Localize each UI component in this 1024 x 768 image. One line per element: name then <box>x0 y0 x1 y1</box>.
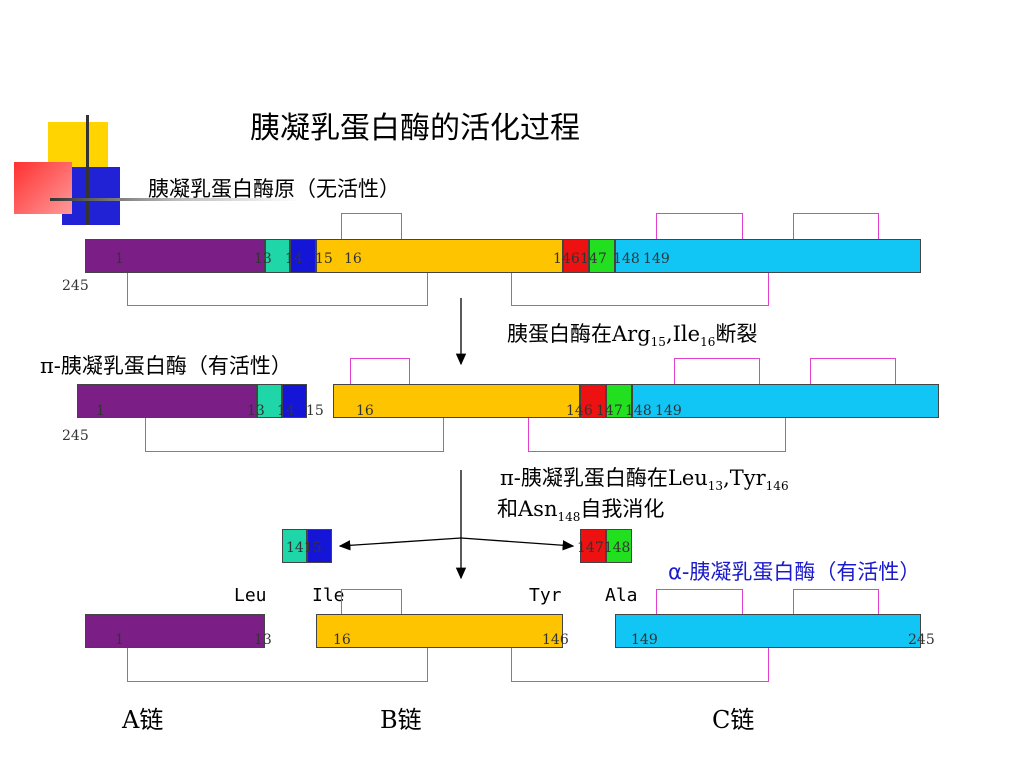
segment-148 <box>589 239 615 273</box>
residue-number: 16 <box>344 251 362 267</box>
step2-description-line1: π-胰凝乳蛋白酶在Leu13,Tyr146 <box>500 462 789 493</box>
residue-number: 13 <box>254 632 272 648</box>
chain-a-label: A链 <box>122 706 164 734</box>
residue-number: 1 <box>96 403 105 419</box>
segment-1-13 <box>85 239 265 273</box>
residue-number: 147 <box>580 251 607 267</box>
step2-description-line2: 和Asn148自我消化 <box>497 493 664 524</box>
arrow-right-fragment <box>460 537 575 551</box>
segment-1-13 <box>77 384 257 418</box>
step2-mid: ,Tyr <box>723 466 766 490</box>
fragment-14 <box>282 529 307 563</box>
residue-number: 15 <box>315 251 333 267</box>
disulfide-bracket <box>350 358 410 384</box>
step2-line2-suffix: 自我消化 <box>580 497 665 521</box>
step1-description: 胰蛋白酶在Arg15,Ile16断裂 <box>507 318 757 349</box>
chain-c-bar <box>615 614 921 648</box>
chain-c-label: C链 <box>712 706 755 734</box>
residue-name: Leu <box>234 585 267 606</box>
step2-sub1: 13 <box>707 479 724 494</box>
segment-149-245 <box>632 384 939 418</box>
disulfide-bracket <box>810 358 896 384</box>
fragment-right-numbers: 147148 <box>577 540 631 556</box>
arrow-left-fragment <box>338 537 462 551</box>
disulfide-bracket <box>127 273 428 306</box>
residue-name: Ala <box>605 585 638 606</box>
segment-16-146 <box>316 239 563 273</box>
fragment-147 <box>580 529 606 563</box>
residue-number: 16 <box>356 403 374 419</box>
segment-147 <box>563 239 589 273</box>
segment-15 <box>290 239 316 273</box>
residue-number: 149 <box>655 403 682 419</box>
disulfide-bracket <box>656 589 743 614</box>
disulfide-bracket <box>511 273 769 306</box>
residue-number: 245 <box>62 428 89 444</box>
residue-number: 148 <box>613 251 640 267</box>
disulfide-bracket <box>793 213 879 239</box>
step2-line2-prefix: 和Asn <box>497 497 558 521</box>
residue-name: Tyr <box>529 585 562 606</box>
disulfide-bracket <box>793 589 879 614</box>
segment-16-146 <box>333 384 580 418</box>
residue-number: 146 <box>566 403 593 419</box>
segment-15 <box>282 384 307 418</box>
stage1-label: 胰凝乳蛋白酶原（无活性） <box>148 177 400 201</box>
residue-name: Ile <box>312 585 345 606</box>
step2-sub2: 146 <box>765 479 789 494</box>
stage2-label: π-胰凝乳蛋白酶（有活性） <box>40 354 292 378</box>
disulfide-bracket <box>528 418 786 452</box>
residue-number: 245 <box>62 278 89 294</box>
page-title: 胰凝乳蛋白酶的活化过程 <box>250 111 580 146</box>
residue-number: 13 <box>254 251 272 267</box>
disulfide-bracket <box>127 648 428 682</box>
step1-sub1: 15 <box>650 335 666 350</box>
residue-number: 149 <box>643 251 670 267</box>
residue-number: 147 <box>596 403 623 419</box>
step1-sub2: 16 <box>700 335 716 350</box>
disulfide-bracket <box>511 648 769 682</box>
chain-b-label: B链 <box>380 706 422 734</box>
step1-mid: ,Ile <box>665 322 701 346</box>
stage3-label: α-胰凝乳蛋白酶（有活性） <box>668 560 921 584</box>
chain-a-bar <box>85 614 265 648</box>
disulfide-bracket <box>674 358 760 384</box>
residue-number: 1 <box>115 632 124 648</box>
decor-horizontal-line <box>50 198 300 201</box>
residue-number: 245 <box>908 632 935 648</box>
residue-number: 13 <box>247 403 265 419</box>
residue-number: 14 <box>277 403 295 419</box>
segment-149-245 <box>615 239 921 273</box>
residue-number: 146 <box>542 632 569 648</box>
segment-14 <box>257 384 282 418</box>
residue-number: 149 <box>631 632 658 648</box>
disulfide-bracket <box>656 213 743 239</box>
fragment-left-numbers: 1415 <box>286 540 322 556</box>
disulfide-bracket <box>341 213 402 239</box>
residue-number: 1 <box>115 251 124 267</box>
segment-147 <box>580 384 606 418</box>
segment-14 <box>265 239 290 273</box>
segment-148 <box>606 384 632 418</box>
disulfide-bracket <box>145 418 444 452</box>
step1-prefix: 胰蛋白酶在Arg <box>507 322 651 346</box>
residue-number: 14 <box>285 251 303 267</box>
decor-corner <box>0 115 300 230</box>
decor-vertical-line <box>86 115 89 225</box>
fragment-148 <box>606 529 632 563</box>
step2-sub3: 148 <box>557 510 581 525</box>
step1-suffix: 断裂 <box>715 322 758 346</box>
residue-number: 148 <box>625 403 652 419</box>
residue-number: 15 <box>306 403 324 419</box>
decor-red-square <box>14 162 72 214</box>
disulfide-bracket <box>341 589 402 614</box>
step2-prefix: π-胰凝乳蛋白酶在Leu <box>500 466 708 490</box>
residue-number: 146 <box>553 251 580 267</box>
fragment-15 <box>307 529 332 563</box>
residue-number: 16 <box>333 632 351 648</box>
chain-b-bar <box>316 614 563 648</box>
